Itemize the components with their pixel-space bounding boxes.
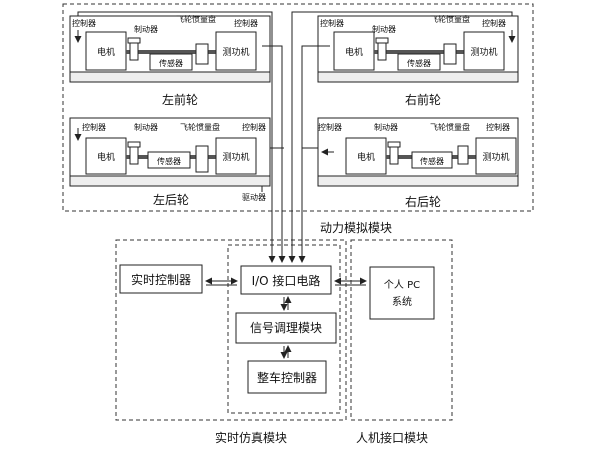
controller-right-label: 控制器 xyxy=(242,122,266,132)
motor-box xyxy=(333,31,375,71)
motor-box xyxy=(85,31,127,71)
brake-label: 制动器 xyxy=(374,122,398,132)
controller-left-label: 控制器 xyxy=(320,18,344,28)
dyno-box xyxy=(215,31,257,71)
io-circuit-label: I/O 接口电路 xyxy=(252,273,321,288)
dynamics-module-label: 动力模拟模块 xyxy=(320,221,392,235)
motor-box xyxy=(345,137,387,175)
dynamics-module-frame xyxy=(62,3,534,212)
flywheel xyxy=(195,145,209,173)
flywheel-label: 飞轮惯量盘 xyxy=(176,14,216,24)
realtime-sim-module-frame xyxy=(115,239,347,421)
flywheel-label: 飞轮惯量盘 xyxy=(430,14,470,24)
dyno-label: 测功机 xyxy=(482,151,509,163)
pc-system-box xyxy=(369,266,435,320)
link-io-signal xyxy=(280,296,292,311)
link-rt-io xyxy=(205,277,238,286)
flywheel xyxy=(195,43,209,65)
sensor-box xyxy=(147,151,191,169)
signal-module-box xyxy=(235,312,337,344)
vehicle-controller-label: 整车控制器 xyxy=(257,370,317,385)
pc-label-line2: 系统 xyxy=(392,295,412,308)
controller-right-label: 控制器 xyxy=(234,18,258,28)
wheel-unit-left-front: 电机 传感器 测功机 控制器 制动器 飞轮惯量盘 控制器 左前轮 xyxy=(69,14,271,107)
sensor-box xyxy=(397,53,441,71)
controller-right-label: 控制器 xyxy=(486,122,510,132)
controller-left-label: 控制器 xyxy=(318,122,342,132)
link-signal-vehicle xyxy=(280,345,292,359)
dyno-label: 测功机 xyxy=(470,46,497,58)
io-subgroup-frame xyxy=(227,244,341,414)
flywheel xyxy=(457,145,469,165)
brake-caliper xyxy=(129,145,139,165)
dyno-label: 测功机 xyxy=(222,46,249,58)
vehicle-controller-box xyxy=(247,360,327,394)
dyno-box xyxy=(215,137,257,175)
brake-label: 制动器 xyxy=(134,24,158,34)
brake-label: 制动器 xyxy=(134,122,158,132)
dyno-box xyxy=(475,137,517,175)
sensor-label: 传感器 xyxy=(157,156,181,166)
wheel-unit-left-rear: 电机 传感器 测功机 控制器 制动器 飞轮惯量盘 控制器 驱动器 左后轮 xyxy=(69,117,271,207)
wheel-name-label: 右前轮 xyxy=(405,92,441,107)
wheel-unit-right-front: 电机 传感器 测功机 控制器 制动器 飞轮惯量盘 控制器 右前轮 xyxy=(317,14,519,107)
signal-module-label: 信号调理模块 xyxy=(250,321,322,335)
motor-label: 电机 xyxy=(97,151,115,163)
realtime-controller-box xyxy=(119,264,203,294)
flywheel-label: 飞轮惯量盘 xyxy=(180,122,220,132)
pc-label-line1: 个人 PC xyxy=(384,279,420,291)
realtime-controller-label: 实时控制器 xyxy=(131,272,191,287)
flywheel xyxy=(443,43,457,65)
dyno-label: 测功机 xyxy=(222,151,249,163)
wheel-name-label: 左后轮 xyxy=(153,192,189,207)
wheel-unit-right-rear: 电机 传感器 测功机 控制器 制动器 飞轮惯量盘 控制器 右后轮 xyxy=(317,117,519,209)
link-io-pc xyxy=(334,277,367,286)
driver-label: 驱动器 xyxy=(242,192,266,202)
realtime-sim-module-label: 实时仿真模块 xyxy=(215,430,287,445)
dyno-box xyxy=(463,31,505,71)
io-circuit-box xyxy=(240,265,332,295)
sensor-label: 传感器 xyxy=(420,156,444,166)
sensor-label: 传感器 xyxy=(159,58,183,68)
hmi-module-label: 人机接口模块 xyxy=(356,430,428,445)
wheel-name-label: 右后轮 xyxy=(405,194,441,209)
motor-box xyxy=(85,137,127,175)
motor-label: 电机 xyxy=(357,151,375,163)
sensor-label: 传感器 xyxy=(407,58,431,68)
controller-left-label: 控制器 xyxy=(72,18,96,28)
sensor-box xyxy=(149,53,193,71)
brake-caliper xyxy=(389,145,399,165)
wheel-name-label: 左前轮 xyxy=(162,92,198,107)
hmi-module-frame xyxy=(350,239,453,421)
controller-left-label: 控制器 xyxy=(82,122,106,132)
motor-label: 电机 xyxy=(345,46,363,58)
brake-caliper xyxy=(129,41,139,61)
sensor-box xyxy=(411,151,453,169)
brake-caliper xyxy=(377,41,387,61)
controller-right-label: 控制器 xyxy=(482,18,506,28)
flywheel-label: 飞轮惯量盘 xyxy=(430,122,470,132)
motor-label: 电机 xyxy=(97,46,115,58)
brake-label: 制动器 xyxy=(372,24,396,34)
signal-bus xyxy=(77,11,513,263)
